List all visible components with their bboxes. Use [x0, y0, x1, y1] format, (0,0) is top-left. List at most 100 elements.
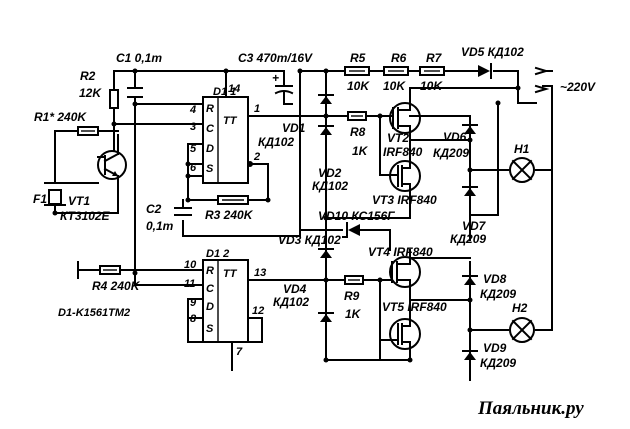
transistor-label: VT5 IRF840 — [382, 300, 447, 314]
pin-label-r: R — [206, 103, 214, 115]
diode-vd2: VD2 КД102 — [312, 125, 348, 193]
lamp-h1: H1 — [509, 142, 535, 183]
resistor-value: 1K — [345, 307, 362, 321]
chip-d1-1: D1 1 R C D S TT 4 3 5 6 14 1 2 — [189, 83, 260, 184]
diode-label: VD6 — [443, 130, 467, 144]
pin-number: 12 — [252, 305, 264, 317]
diode-label: VD3 КД102 — [278, 233, 341, 247]
transistor-vt2: VT2 IRF840 — [383, 99, 423, 159]
resistor-label: R9 — [344, 289, 360, 303]
pin-label-s: S — [206, 163, 214, 175]
transistor-label: VT1 — [68, 194, 90, 208]
resistor-r8: R8 1K — [347, 111, 369, 158]
diode-label: VD8 — [483, 272, 507, 286]
watermark: Паяльник.ру — [477, 398, 584, 419]
polarity-plus: + — [272, 71, 279, 85]
pin-number: 7 — [236, 346, 243, 358]
sensor-label: F1 — [33, 192, 47, 206]
diode-label: VD10 КС156Г — [318, 209, 395, 223]
chip-tt-label: TT — [223, 115, 238, 127]
resistor-value: 10K — [347, 79, 370, 93]
transistor-vt3: VT3 IRF840 — [372, 157, 437, 207]
diode-value: КД209 — [433, 146, 469, 160]
diode-vd6: VD6 КД209 — [433, 124, 478, 160]
resistor-value: 1K — [352, 144, 369, 158]
lamp-label: H2 — [512, 301, 528, 315]
junctions — [52, 68, 521, 363]
pin-label-d: D — [206, 301, 214, 313]
pin-number: 5 — [190, 143, 197, 155]
resistor-label: R4 240K — [92, 279, 141, 293]
resistor-label: R8 — [350, 125, 366, 139]
pin-number: 3 — [190, 121, 196, 133]
diode-vd8: VD8 КД209 — [462, 272, 516, 301]
resistor-label: R1* 240K — [34, 110, 87, 124]
wires — [54, 70, 553, 381]
diode-value: КД209 — [450, 232, 486, 246]
transistor-value: IRF840 — [383, 145, 423, 159]
resistor-label: R5 — [350, 51, 366, 65]
capacitor-c3: + C3 470m/16V — [238, 51, 313, 105]
resistor-label: R2 — [80, 69, 96, 83]
capacitor-label: C3 470m/16V — [238, 51, 313, 65]
pin-number: 4 — [189, 104, 196, 116]
diode-label: VD7 — [462, 219, 487, 233]
diode-value: КД102 — [258, 135, 294, 149]
resistor-value: 10K — [420, 79, 443, 93]
diode-label: VD9 — [483, 341, 507, 355]
diode-label: VD4 — [283, 282, 307, 296]
lamp-h2: H2 — [509, 301, 535, 343]
resistor-value: 10K — [383, 79, 406, 93]
pin-number: 2 — [253, 151, 260, 163]
capacitor-c2: C2 0,1m — [146, 202, 192, 233]
capacitor-label: C1 0,1m — [116, 51, 162, 65]
transistor-vt1: VT1 КТ3102Е — [60, 150, 127, 223]
resistor-label: R3 240K — [205, 208, 254, 222]
resistor-r6: R6 10K — [383, 51, 409, 93]
transistor-value: КТ3102Е — [60, 209, 111, 223]
diode-label: VD1 — [282, 121, 306, 135]
lamp-label: H1 — [514, 142, 530, 156]
pin-number: 1 — [254, 103, 260, 115]
pin-label-c: C — [206, 123, 215, 135]
diode-value: КД102 — [312, 179, 348, 193]
pin-label-s: S — [206, 323, 214, 335]
pin-number: 11 — [184, 278, 195, 290]
pin-number: 6 — [190, 162, 197, 174]
diode-vd1: VD1 КД102 — [258, 94, 334, 149]
pin-number: 10 — [184, 259, 197, 271]
mains-label: ~220V — [560, 80, 596, 94]
transistor-label: VT3 IRF840 — [372, 193, 437, 207]
transistor-label: VT4 IRF840 — [368, 245, 433, 259]
capacitor-label: C2 — [146, 202, 162, 216]
diode-vd5: VD5 КД102 — [461, 45, 524, 79]
chip-title: D1 1 — [213, 86, 236, 98]
chip-type-note: D1-K1561TM2 — [58, 307, 130, 319]
diode-value: КД209 — [480, 356, 516, 370]
chip-d1-2: D1 2 R C D S TT 10 11 9 8 7 13 12 — [184, 248, 266, 358]
resistor-r7: R7 10K — [419, 51, 445, 93]
transistor-vt4: VT4 IRF840 — [368, 245, 433, 291]
pin-label-r: R — [206, 265, 214, 277]
diode-value: КД209 — [480, 287, 516, 301]
pin-number: 9 — [190, 297, 197, 309]
diode-label: VD5 КД102 — [461, 45, 524, 59]
pin-number: 14 — [228, 83, 240, 95]
diode-vd3: VD3 КД102 — [278, 233, 341, 258]
mains-terminal: ~220V — [534, 66, 596, 94]
resistor-r2: R2 12K — [79, 69, 119, 109]
resistor-value: 12K — [79, 86, 102, 100]
sensor-f1: F1 — [33, 182, 66, 206]
capacitor-c1: C1 0,1m — [116, 51, 162, 98]
diode-vd7: VD7 КД209 — [450, 186, 487, 246]
pin-label-c: C — [206, 283, 215, 295]
pin-label-d: D — [206, 143, 214, 155]
chip-title: D1 2 — [206, 248, 229, 260]
chip-tt-label: TT — [223, 268, 238, 280]
pin-number: 13 — [254, 267, 266, 279]
resistor-r1: R1* 240K — [34, 110, 99, 136]
resistor-r4: R4 240K — [92, 265, 141, 293]
resistor-r5: R5 10K — [344, 51, 370, 93]
